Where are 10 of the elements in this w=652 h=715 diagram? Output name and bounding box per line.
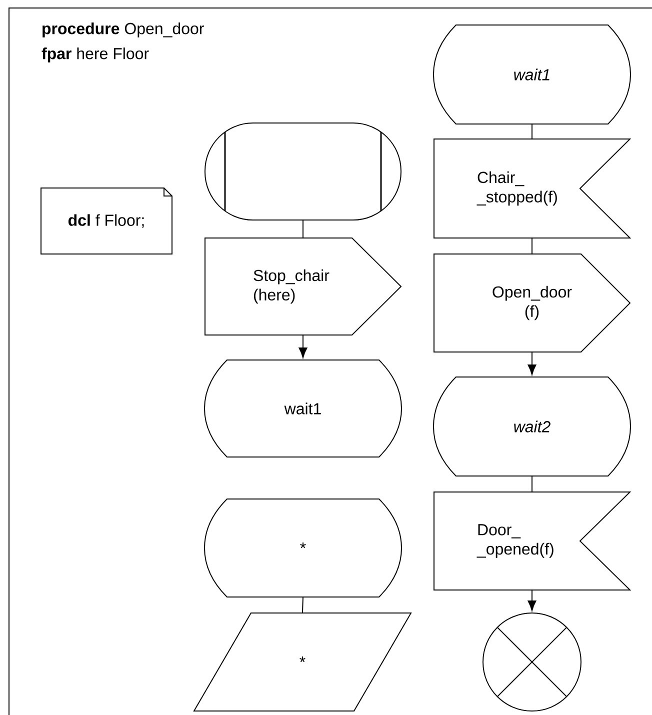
text-extension-box: dcl f Floor; (40, 188, 172, 254)
arrow (528, 590, 536, 612)
procedure-start-symbol (204, 122, 402, 220)
parameter-declaration: fpar here Floor (42, 48, 149, 62)
stop-symbol (482, 612, 582, 712)
procedure-heading: procedure Open_door (42, 22, 204, 38)
arrow (298, 335, 308, 358)
connector-line (302, 597, 304, 613)
arrow (528, 352, 536, 376)
connector-line (302, 220, 304, 238)
